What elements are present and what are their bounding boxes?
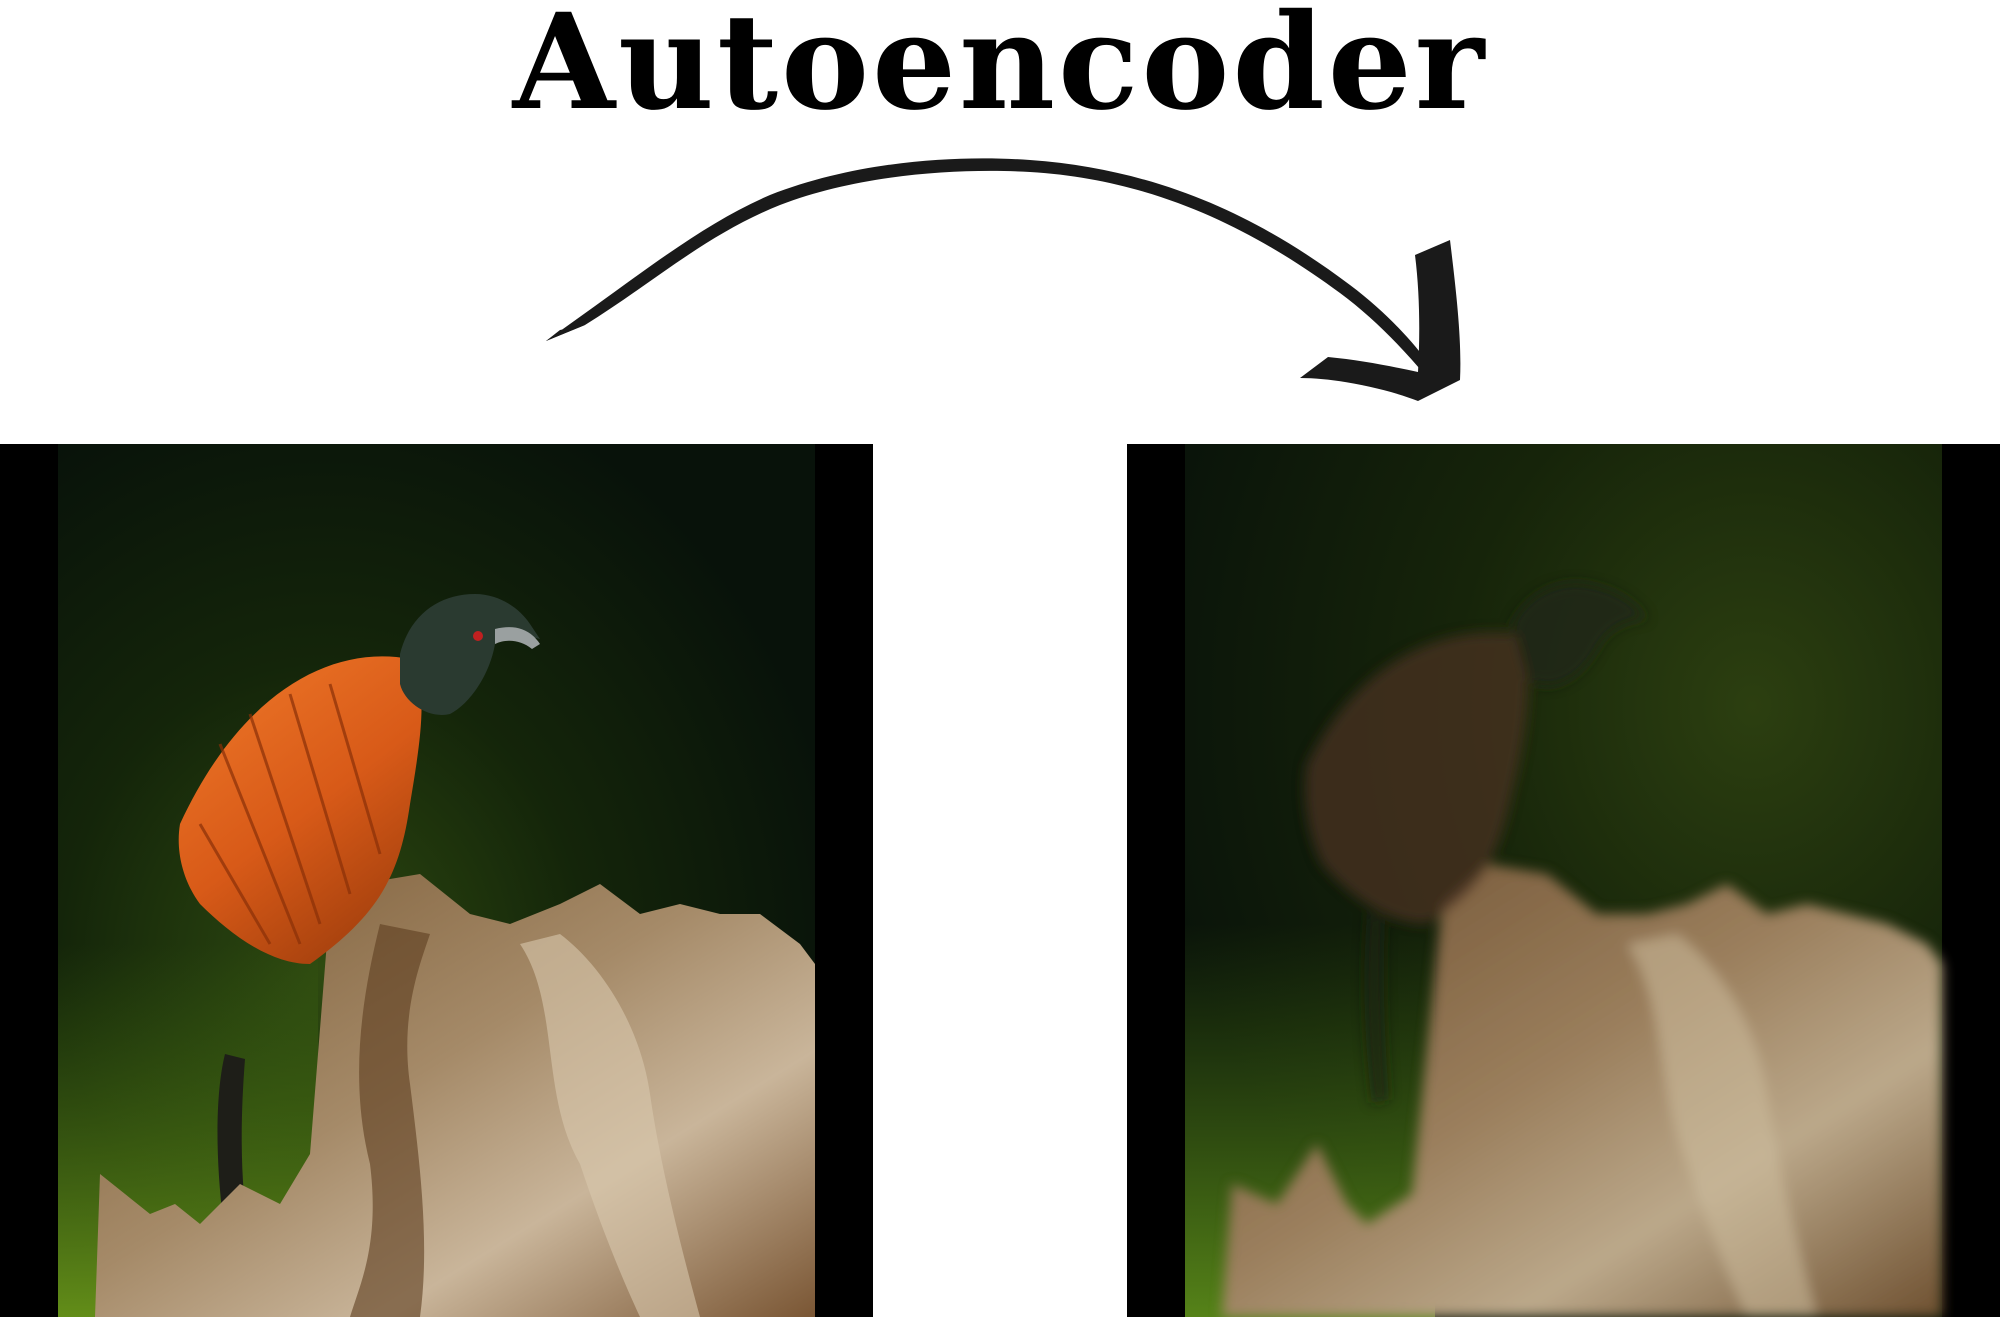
curved-arrow-icon bbox=[546, 158, 1461, 401]
diagram-title: Autoencoder bbox=[512, 0, 1488, 140]
input-image bbox=[0, 444, 873, 1317]
arrow-head bbox=[1300, 240, 1461, 401]
bird-photo-blurred-icon bbox=[1127, 444, 2000, 1317]
arrow-shaft bbox=[546, 158, 1430, 375]
reconstructed-image bbox=[1127, 444, 2000, 1317]
bird-photo-icon bbox=[0, 444, 873, 1317]
arrow-tail bbox=[546, 325, 585, 341]
